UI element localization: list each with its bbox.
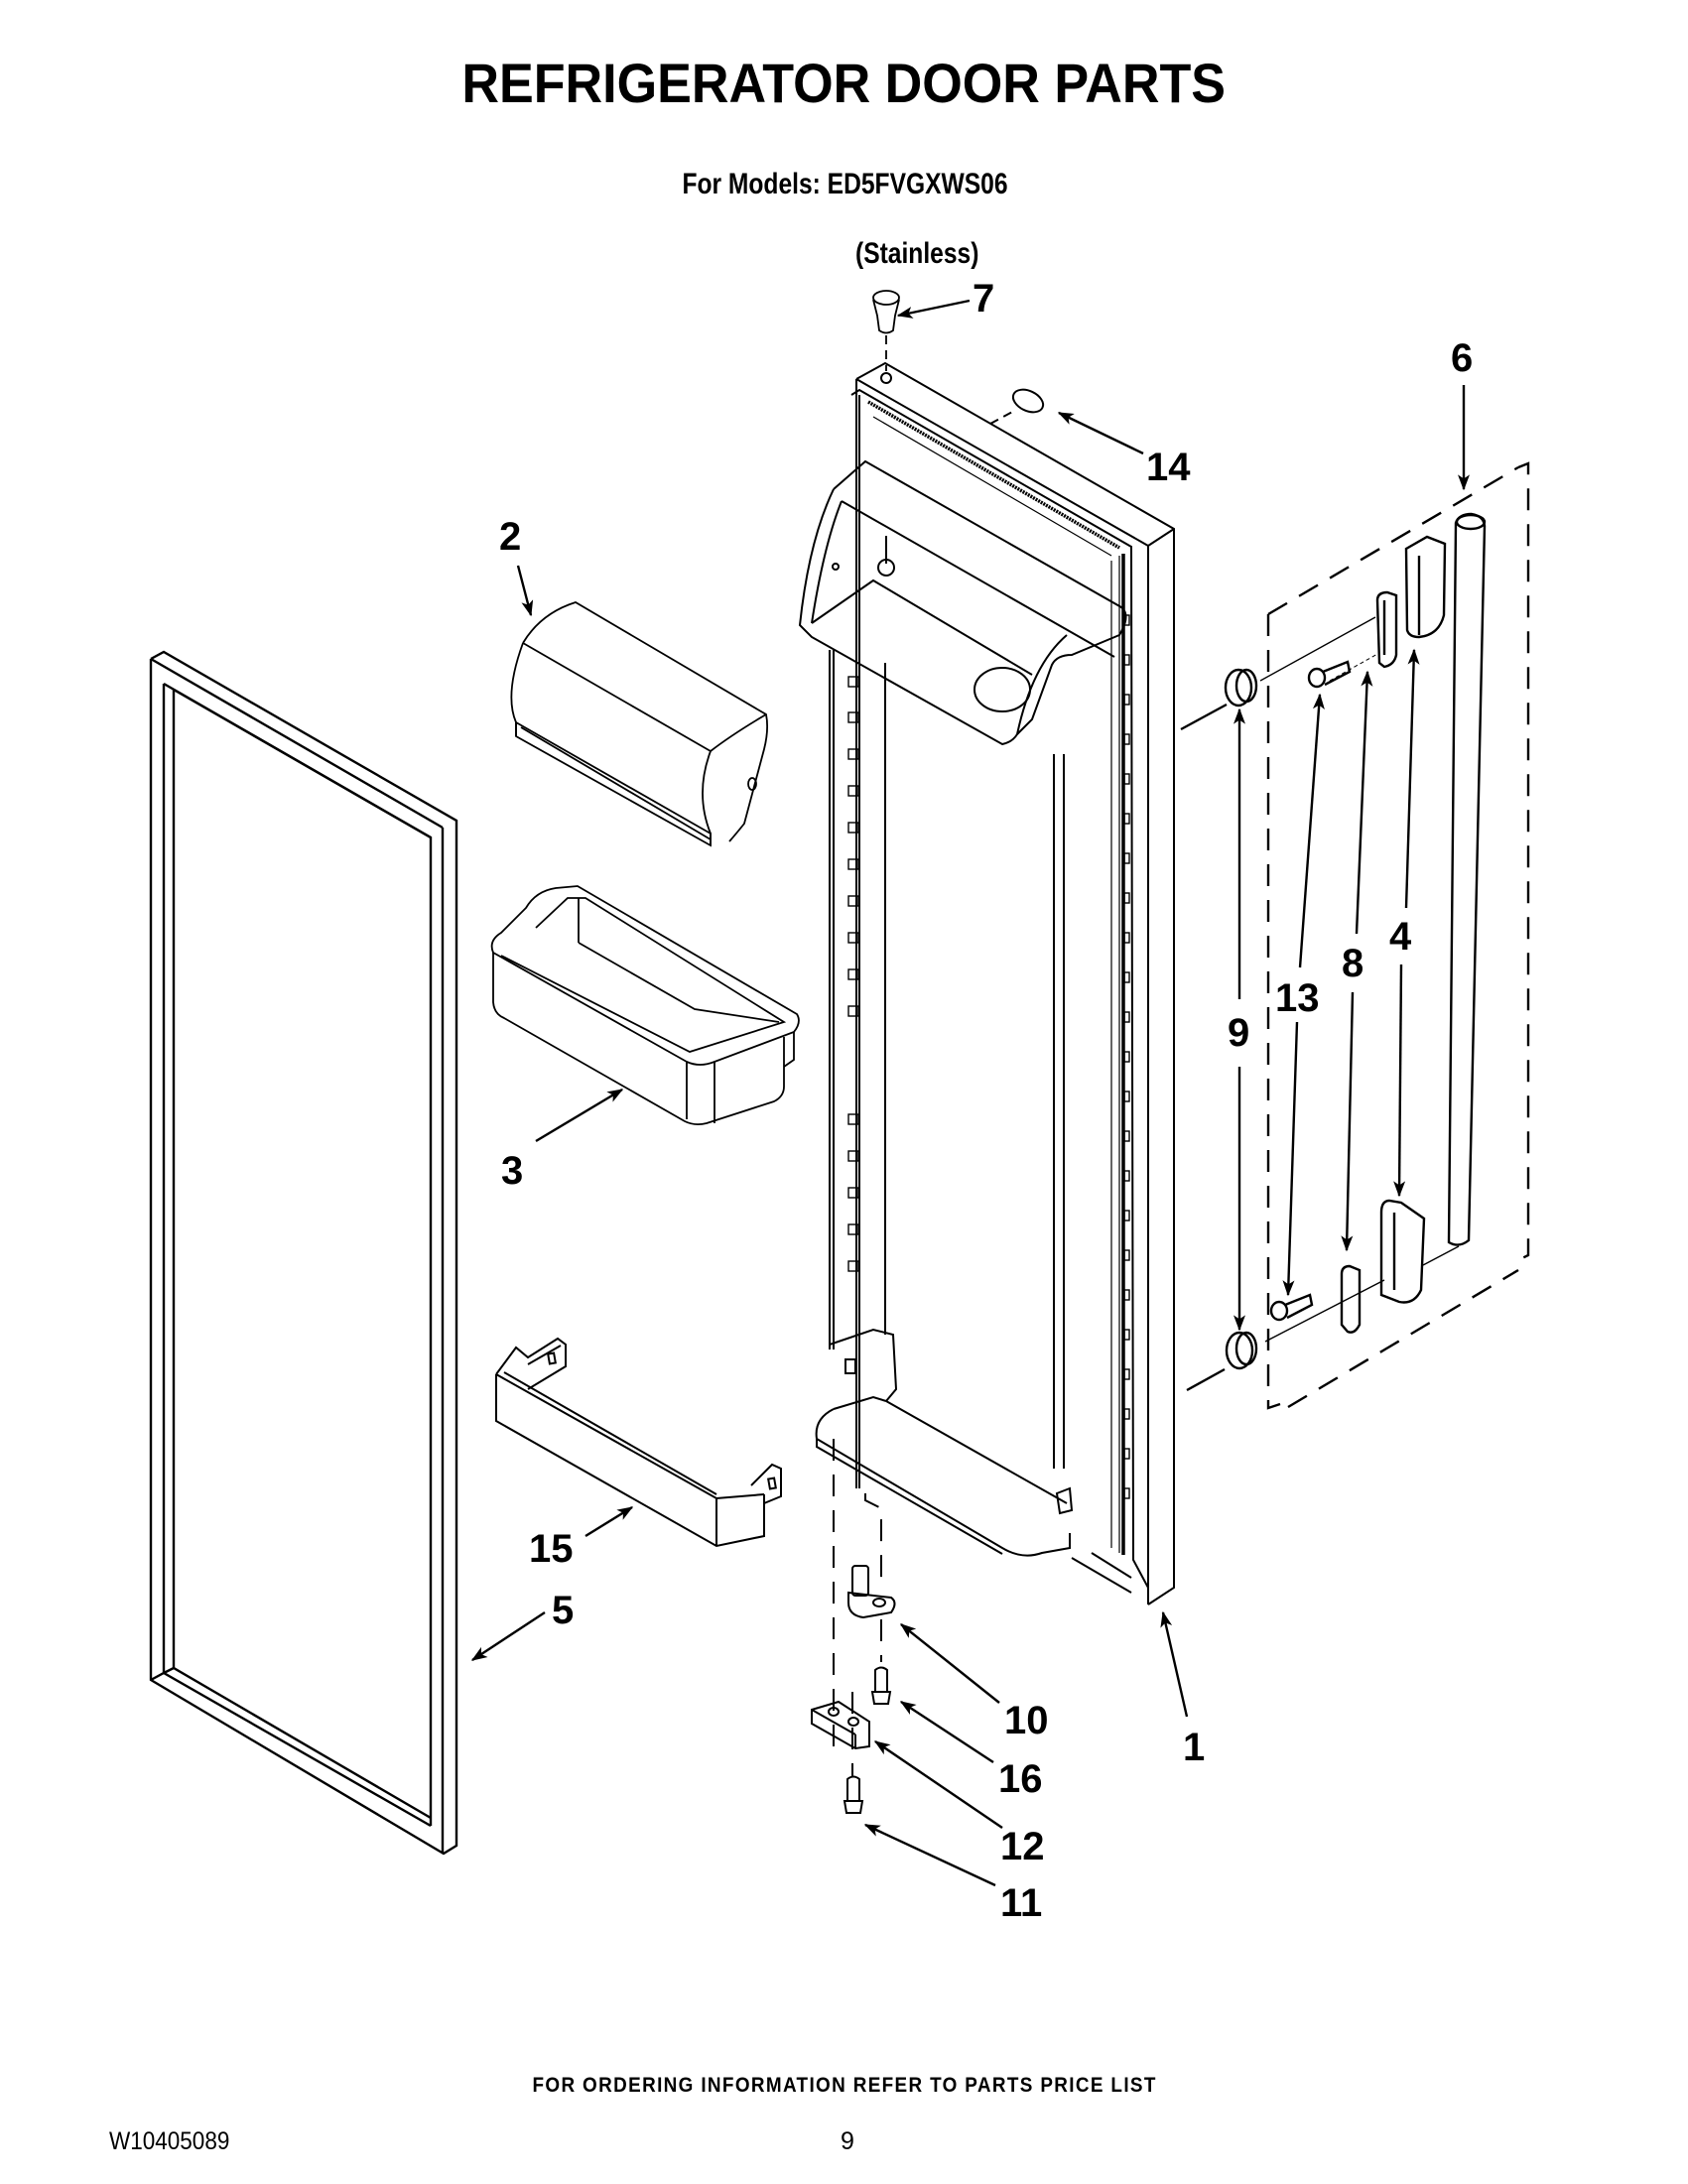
gasket-notch-marks xyxy=(1123,614,1130,1499)
callout-16: 16 xyxy=(998,1757,1043,1801)
document-number: W10405089 xyxy=(109,2127,230,2155)
page-title: REFRIGERATOR DOOR PARTS xyxy=(461,52,1227,114)
hinge-parts-drawing xyxy=(811,1439,896,1814)
callout-15: 15 xyxy=(529,1527,574,1571)
door-plug-drawing xyxy=(872,290,900,371)
door-gasket-drawing xyxy=(149,650,458,1856)
callout-leader-lines xyxy=(470,299,1470,1887)
callout-9: 9 xyxy=(1228,1011,1249,1055)
callout-8: 8 xyxy=(1342,942,1363,985)
callout-4: 4 xyxy=(1389,915,1412,959)
callout-7: 7 xyxy=(973,277,994,321)
door-shelf-drawing xyxy=(495,1337,782,1548)
page-number: 9 xyxy=(841,2127,854,2155)
handle-assembly-drawing xyxy=(1180,461,1530,1410)
door-bin-drawing xyxy=(490,885,800,1126)
refrigerator-door-drawing xyxy=(798,361,1175,1606)
callout-11: 11 xyxy=(1000,1881,1042,1925)
callout-1: 1 xyxy=(1183,1726,1205,1769)
shelf-clip-icons xyxy=(847,676,859,1272)
callout-10: 10 xyxy=(1004,1699,1049,1742)
dairy-bin-cover-drawing xyxy=(510,601,769,847)
model-number-line: For Models: ED5FVGXWS06 xyxy=(682,168,1008,200)
hole-plug-drawing xyxy=(989,388,1045,425)
callout-14: 14 xyxy=(1146,446,1191,489)
callout-13: 13 xyxy=(1275,976,1320,1020)
callout-labels: 7 14 6 2 3 15 5 9 13 8 4 10 16 12 11 1 xyxy=(499,277,1473,1925)
finish-label: (Stainless) xyxy=(855,237,979,270)
ordering-info-note: FOR ORDERING INFORMATION REFER TO PARTS … xyxy=(532,2074,1157,2097)
callout-5: 5 xyxy=(552,1589,574,1632)
callout-12: 12 xyxy=(1000,1825,1045,1868)
callout-2: 2 xyxy=(499,515,521,559)
callout-3: 3 xyxy=(501,1149,523,1193)
callout-6: 6 xyxy=(1451,336,1473,380)
